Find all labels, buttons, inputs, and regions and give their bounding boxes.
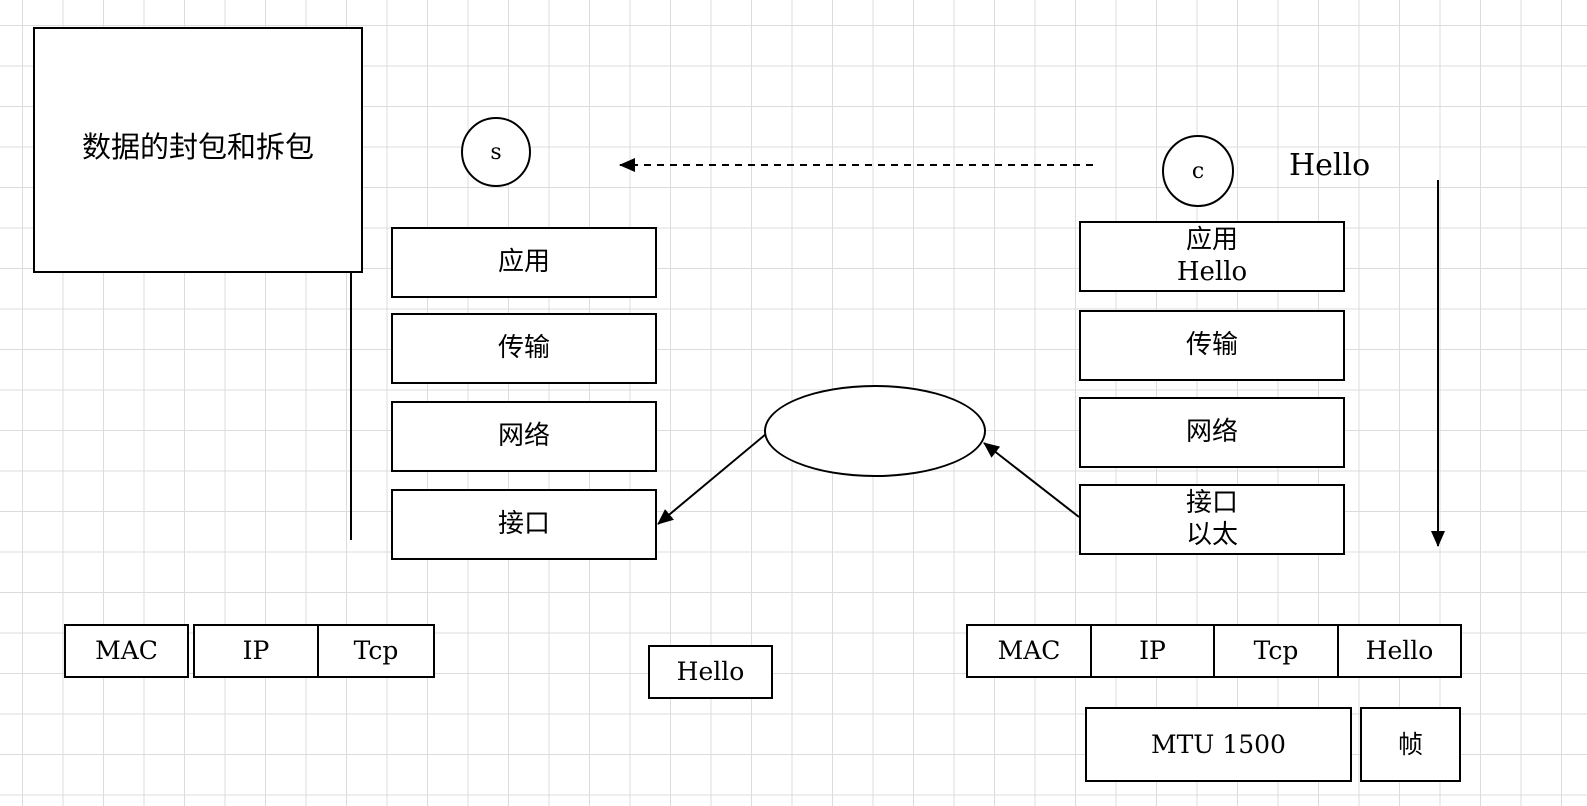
- arrow-network-to-server-interface: [657, 433, 767, 525]
- client-layer-transport: 传输: [1079, 310, 1345, 381]
- server-node: s: [461, 117, 531, 187]
- cell-label: Hello: [676, 657, 745, 686]
- server-layer-interface: 接口: [391, 489, 657, 560]
- layer-label: 传输: [497, 332, 550, 363]
- layer-label: 应用: [497, 246, 550, 277]
- layer-label: 接口: [497, 508, 550, 539]
- right-packet-hello: Hello: [1337, 624, 1462, 678]
- cell-label: Tcp: [1253, 636, 1299, 665]
- client-layer-application: 应用 Hello: [1079, 221, 1345, 292]
- cell-label: 帧: [1397, 729, 1423, 759]
- right-packet-ip: IP: [1090, 624, 1215, 678]
- right-packet-tcp: Tcp: [1213, 624, 1339, 678]
- left-packet-tcp: Tcp: [317, 624, 435, 678]
- client-message: Hello: [1289, 148, 1371, 183]
- layer-label: 传输: [1185, 329, 1238, 360]
- server-layer-transport: 传输: [391, 313, 657, 384]
- cell-label: Hello: [1365, 636, 1434, 665]
- arrow-client-interface-to-network: [983, 442, 1080, 518]
- layer-label: 网络: [497, 420, 550, 451]
- cell-label: MAC: [95, 636, 158, 665]
- frame-box: 帧: [1360, 707, 1461, 782]
- client-node: c: [1162, 135, 1234, 207]
- layer-sublabel: Hello: [1176, 256, 1248, 287]
- cell-label: IP: [242, 636, 270, 665]
- left-packet-ip: IP: [193, 624, 319, 678]
- payload-box: Hello: [648, 645, 773, 699]
- client-layer-network: 网络: [1079, 397, 1345, 468]
- server-node-label: s: [490, 139, 502, 165]
- layer-label: 接口: [1185, 488, 1238, 519]
- network-ellipse: [764, 385, 986, 477]
- server-layer-application: 应用: [391, 227, 657, 298]
- cell-label: MTU 1500: [1151, 729, 1286, 759]
- cell-label: IP: [1139, 636, 1166, 665]
- left-packet-mac: MAC: [64, 624, 189, 678]
- layer-sublabel: 以太: [1185, 519, 1238, 550]
- title-box: 数据的封包和拆包: [33, 27, 363, 273]
- mtu-box: MTU 1500: [1085, 707, 1352, 782]
- server-layer-network: 网络: [391, 401, 657, 472]
- client-node-label: c: [1191, 158, 1205, 184]
- title-text: 数据的封包和拆包: [81, 129, 314, 164]
- client-layer-interface: 接口 以太: [1079, 484, 1345, 555]
- right-packet-mac: MAC: [966, 624, 1092, 678]
- cell-label: MAC: [997, 636, 1061, 665]
- layer-label: 应用: [1185, 225, 1238, 256]
- layer-label: 网络: [1185, 416, 1238, 447]
- cell-label: Tcp: [353, 636, 399, 665]
